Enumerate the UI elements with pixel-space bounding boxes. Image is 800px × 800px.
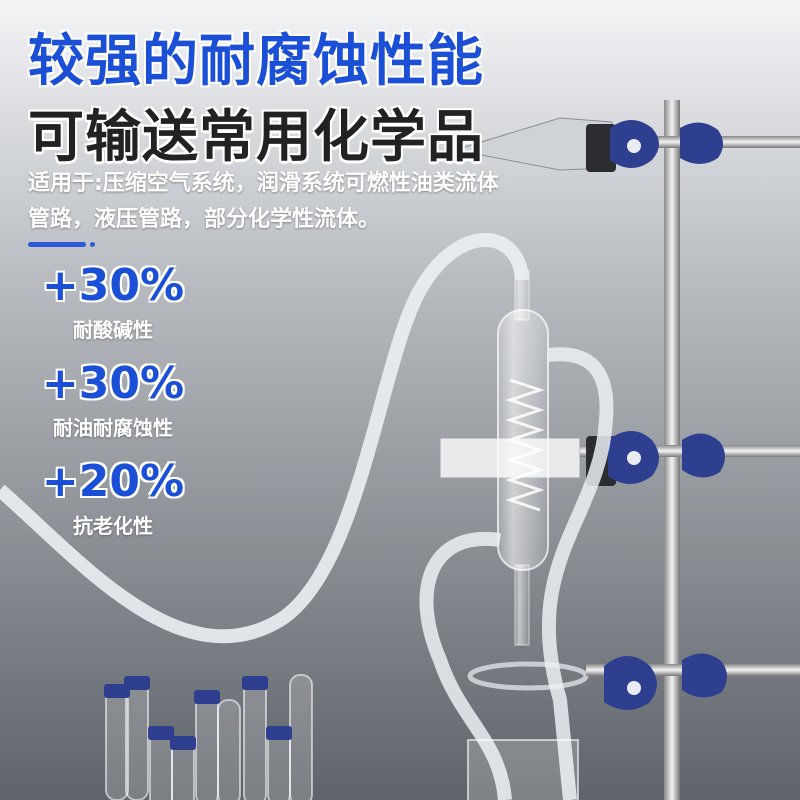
headline-secondary: 可输送常用化学品 xyxy=(28,105,484,170)
stat-value: +20% xyxy=(41,456,185,507)
stat-label: 抗老化性 xyxy=(73,514,153,538)
stat-value: +30% xyxy=(41,358,185,409)
divider-dot xyxy=(90,242,95,247)
stat-value: +30% xyxy=(41,260,185,311)
stat-anti-aging: +20% 抗老化性 xyxy=(28,458,198,539)
stat-acid-alkali: +30% 耐酸碱性 xyxy=(28,262,198,343)
stat-label: 耐酸碱性 xyxy=(73,318,153,342)
stat-label: 耐油耐腐蚀性 xyxy=(53,416,173,440)
stat-oil-corrosion: +30% 耐油耐腐蚀性 xyxy=(28,360,198,441)
description-text: 适用于:压缩空气系统，润滑系统可燃性油类流体管路，液压管路，部分化学性流体。 xyxy=(28,171,499,232)
headline-primary: 较强的耐腐蚀性能 xyxy=(28,29,484,94)
divider-bar xyxy=(28,242,86,247)
